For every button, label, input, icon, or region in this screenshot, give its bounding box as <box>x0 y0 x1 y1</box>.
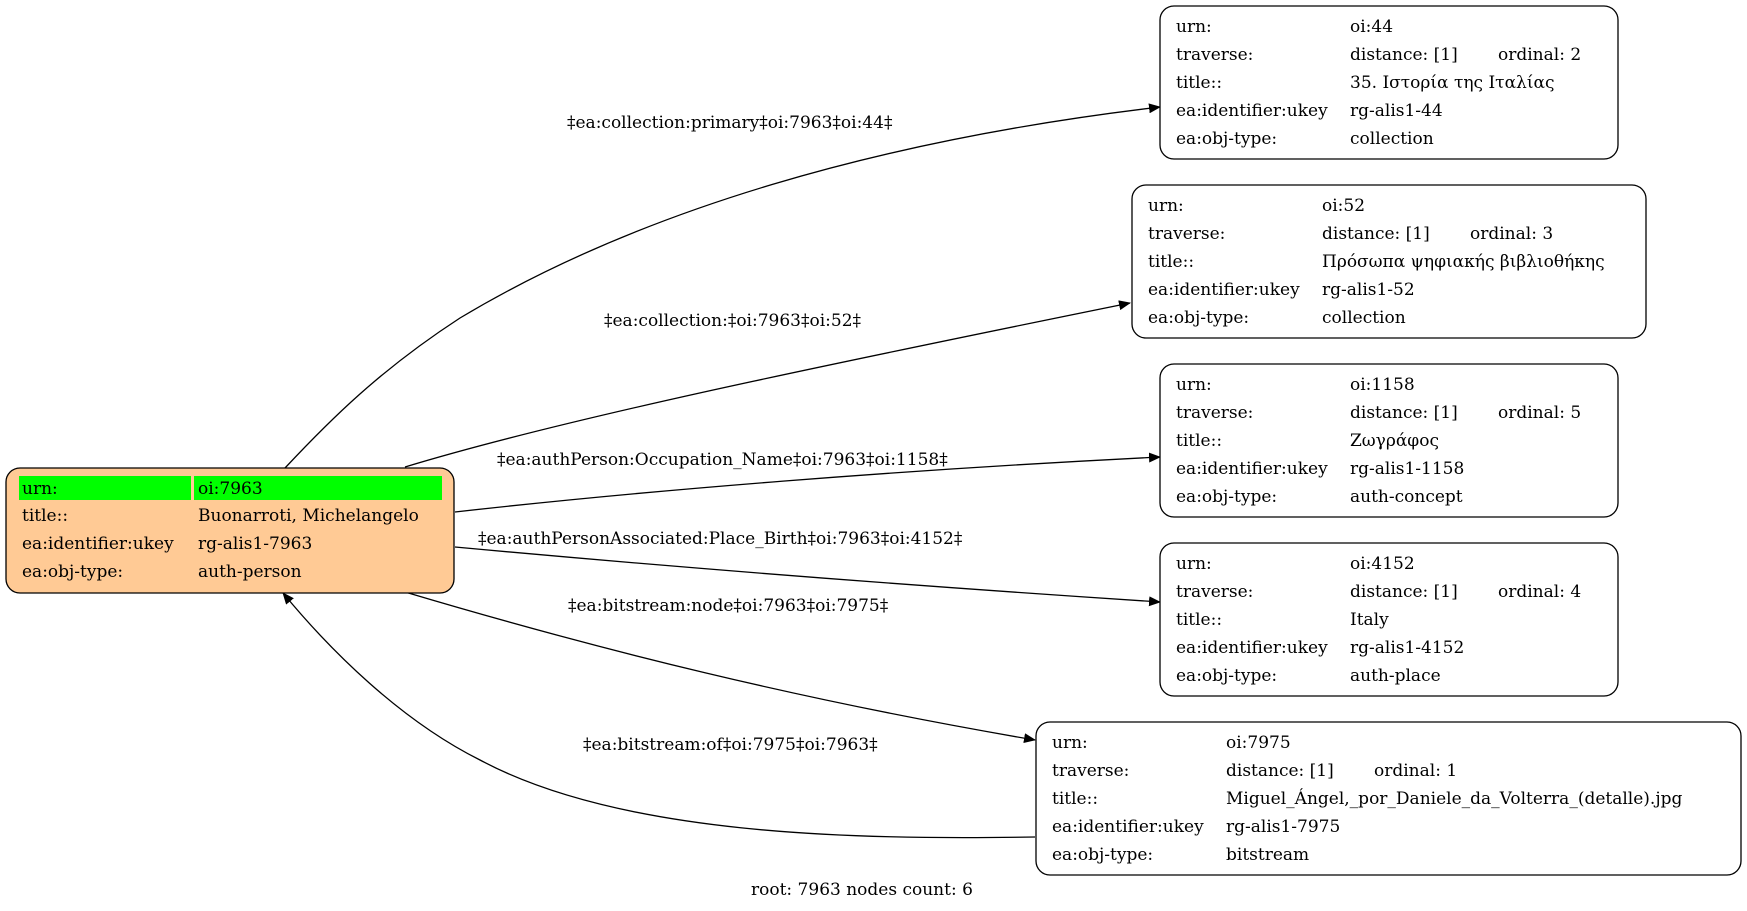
node-ordinal: ordinal: 4 <box>1498 582 1581 602</box>
root-urn-value-highlight <box>194 476 442 500</box>
node-title: Ζωγράφος <box>1350 431 1439 451</box>
root-value: rg-alis1-7963 <box>198 534 312 554</box>
node-urn: oi:1158 <box>1350 375 1415 395</box>
root-key: ea:obj-type: <box>22 562 123 582</box>
node-type: auth-concept <box>1350 487 1463 507</box>
root-value: Buonarroti, Michelangelo <box>198 506 419 526</box>
node-key: title:: <box>1176 610 1222 630</box>
node-key: traverse: <box>1176 582 1253 602</box>
node-type: collection <box>1350 129 1434 149</box>
node-oi-7975[interactable]: urn: oi:7975 traverse: distance: [1] ord… <box>1035 721 1742 876</box>
node-box <box>1131 184 1647 339</box>
graph-footer: root: 7963 nodes count: 6 <box>751 880 973 900</box>
node-key: ea:identifier:ukey <box>1176 638 1328 658</box>
node-key: urn: <box>1052 733 1088 753</box>
edge-bitstream-node[interactable] <box>404 591 1036 744</box>
node-distance: distance: [1] <box>1350 45 1458 65</box>
node-type: auth-place <box>1350 666 1441 686</box>
root-key: ea:identifier:ukey <box>22 534 174 554</box>
node-key: urn: <box>1176 375 1212 395</box>
node-title: 35. Ιστορία της Ιταλίας <box>1350 73 1555 93</box>
node-box <box>1035 721 1742 876</box>
node-urn: oi:52 <box>1322 196 1365 216</box>
node-box <box>1159 5 1619 160</box>
node-title: Miguel_Ángel,_por_Daniele_da_Volterra_(d… <box>1226 788 1682 809</box>
edge-bitstream-of[interactable] <box>282 592 1036 839</box>
edge-label: ‡ea:collection:primary‡oi:7963‡oi:44‡ <box>567 113 893 133</box>
node-key: urn: <box>1176 554 1212 574</box>
node-key: title:: <box>1176 73 1222 93</box>
node-oi-52[interactable]: urn: oi:52 traverse: distance: [1] ordin… <box>1131 184 1647 339</box>
node-key: ea:identifier:ukey <box>1052 817 1204 837</box>
node-oi-1158[interactable]: urn: oi:1158 traverse: distance: [1] ord… <box>1159 363 1619 518</box>
node-distance: distance: [1] <box>1322 224 1430 244</box>
node-key: traverse: <box>1052 761 1129 781</box>
root-value: oi:7963 <box>198 479 263 499</box>
node-ordinal: ordinal: 2 <box>1498 45 1581 65</box>
root-node[interactable]: urn: oi:7963 title:: Buonarroti, Michela… <box>5 467 455 594</box>
edge-occupation-name[interactable] <box>454 452 1161 513</box>
node-ordinal: ordinal: 5 <box>1498 403 1581 423</box>
node-key: ea:obj-type: <box>1052 845 1153 865</box>
node-ukey: rg-alis1-1158 <box>1350 459 1464 479</box>
node-box <box>1159 363 1619 518</box>
node-key: ea:obj-type: <box>1176 666 1277 686</box>
node-key: urn: <box>1148 196 1184 216</box>
edges: ‡ea:collection:primary‡oi:7963‡oi:44‡ ‡e… <box>282 103 1161 839</box>
node-distance: distance: [1] <box>1350 582 1458 602</box>
node-distance: distance: [1] <box>1350 403 1458 423</box>
node-key: title:: <box>1176 431 1222 451</box>
node-type: collection <box>1322 308 1406 328</box>
node-title: Πρόσωπα ψηφιακής βιβλιοθήκης <box>1322 252 1605 272</box>
node-urn: oi:44 <box>1350 17 1393 37</box>
node-distance: distance: [1] <box>1226 761 1334 781</box>
root-value: auth-person <box>198 562 302 582</box>
node-key: ea:identifier:ukey <box>1176 101 1328 121</box>
node-ordinal: ordinal: 3 <box>1470 224 1553 244</box>
edge-label: ‡ea:bitstream:node‡oi:7963‡oi:7975‡ <box>568 596 889 616</box>
node-ukey: rg-alis1-4152 <box>1350 638 1464 658</box>
node-key: ea:identifier:ukey <box>1176 459 1328 479</box>
node-title: Italy <box>1350 610 1389 630</box>
node-key: traverse: <box>1148 224 1225 244</box>
node-urn: oi:4152 <box>1350 554 1415 574</box>
node-ordinal: ordinal: 1 <box>1374 761 1457 781</box>
node-key: urn: <box>1176 17 1212 37</box>
node-box <box>1159 542 1619 697</box>
node-key: ea:identifier:ukey <box>1148 280 1300 300</box>
node-key: traverse: <box>1176 403 1253 423</box>
node-key: title:: <box>1148 252 1194 272</box>
root-urn-key-highlight <box>19 476 191 500</box>
edge-label: ‡ea:bitstream:of‡oi:7975‡oi:7963‡ <box>583 735 878 755</box>
node-ukey: rg-alis1-7975 <box>1226 817 1340 837</box>
edge-collection[interactable] <box>404 300 1131 468</box>
edge-label: ‡ea:collection:‡oi:7963‡oi:52‡ <box>604 311 862 331</box>
node-ukey: rg-alis1-44 <box>1350 101 1443 121</box>
root-key: title:: <box>22 506 68 526</box>
node-ukey: rg-alis1-52 <box>1322 280 1415 300</box>
node-oi-4152[interactable]: urn: oi:4152 traverse: distance: [1] ord… <box>1159 542 1619 697</box>
node-key: title:: <box>1052 789 1098 809</box>
edge-label: ‡ea:authPerson:Occupation_Name‡oi:7963‡o… <box>497 450 948 470</box>
node-oi-44[interactable]: urn: oi:44 traverse: distance: [1] ordin… <box>1159 5 1619 160</box>
edge-place-birth[interactable] <box>454 546 1161 607</box>
node-key: traverse: <box>1176 45 1253 65</box>
node-key: ea:obj-type: <box>1148 308 1249 328</box>
node-type: bitstream <box>1226 845 1309 865</box>
node-key: ea:obj-type: <box>1176 129 1277 149</box>
node-urn: oi:7975 <box>1226 733 1291 753</box>
edge-label: ‡ea:authPersonAssociated:Place_Birth‡oi:… <box>478 529 963 549</box>
root-key: urn: <box>22 479 58 499</box>
node-key: ea:obj-type: <box>1176 487 1277 507</box>
edge-collection-primary[interactable] <box>284 103 1161 469</box>
